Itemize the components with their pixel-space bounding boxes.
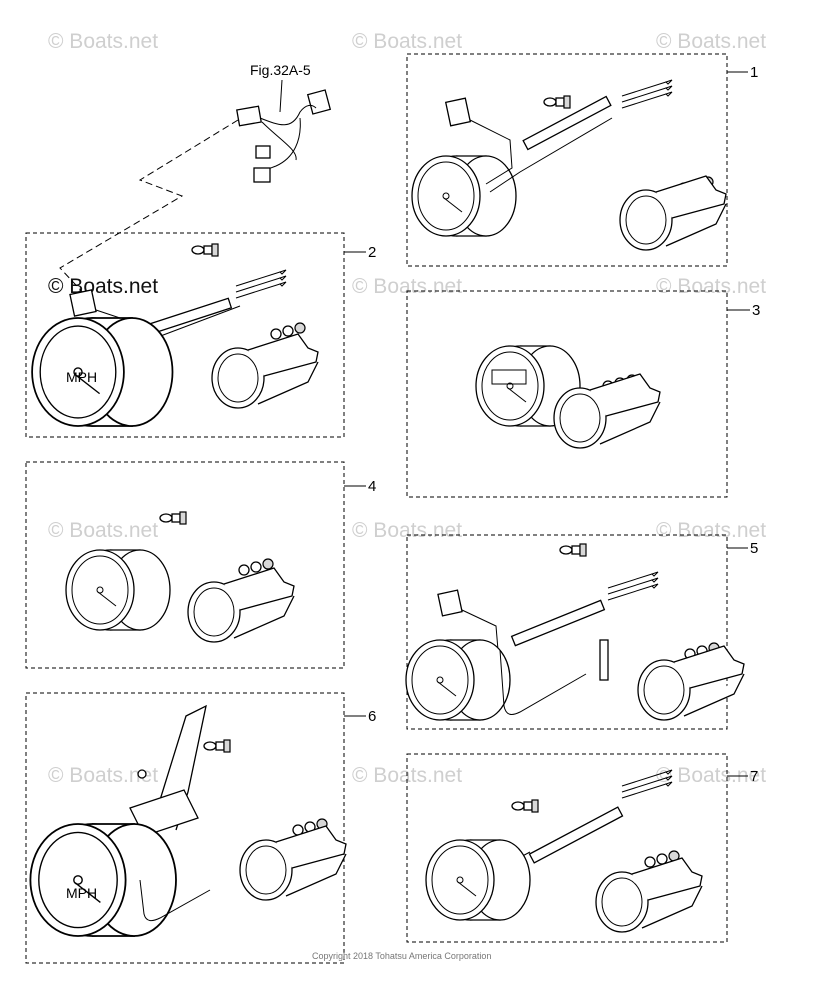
copyright-notice: Copyright 2018 Tohatsu America Corporati… — [312, 951, 491, 961]
watermark: © Boats.net — [48, 275, 158, 298]
callout-5: 5 — [750, 540, 758, 557]
kit-3-box: 3 — [406, 290, 760, 498]
kit-1-box: 1 — [406, 53, 758, 267]
callout-1: 1 — [750, 64, 758, 81]
callout-7: 7 — [750, 768, 758, 785]
watermark: © Boats.net — [656, 275, 766, 298]
gauge-face-unit: MPH — [66, 885, 97, 901]
watermark: © Boats.net — [48, 30, 158, 53]
kit-5-box: 5 — [405, 534, 758, 730]
callout-3: 3 — [752, 302, 760, 319]
watermark: © Boats.net — [352, 275, 462, 298]
callout-4: 4 — [368, 478, 376, 495]
kit-4-box: 4 — [25, 461, 376, 669]
callout-6: 6 — [368, 708, 376, 725]
kit-6-box: 6 MPH — [25, 692, 376, 964]
figure-reference-label: Fig.32A-5 — [250, 62, 311, 78]
kit-2-box: 2 MPH — [25, 232, 376, 438]
wiring-harness-reference: Fig.32A-5 — [59, 62, 332, 299]
watermark: © Boats.net — [352, 519, 462, 542]
callout-2: 2 — [368, 244, 376, 261]
watermark: © Boats.net — [656, 30, 766, 53]
kit-7-box: 7 — [406, 753, 758, 943]
watermark: © Boats.net — [352, 30, 462, 53]
watermark: © Boats.net — [656, 764, 766, 787]
watermark: © Boats.net — [48, 764, 158, 787]
watermarks: © Boats.net © Boats.net © Boats.net © Bo… — [48, 30, 766, 787]
gauge-face-unit: MPH — [66, 369, 97, 385]
watermark: © Boats.net — [656, 519, 766, 542]
watermark: © Boats.net — [48, 519, 158, 542]
